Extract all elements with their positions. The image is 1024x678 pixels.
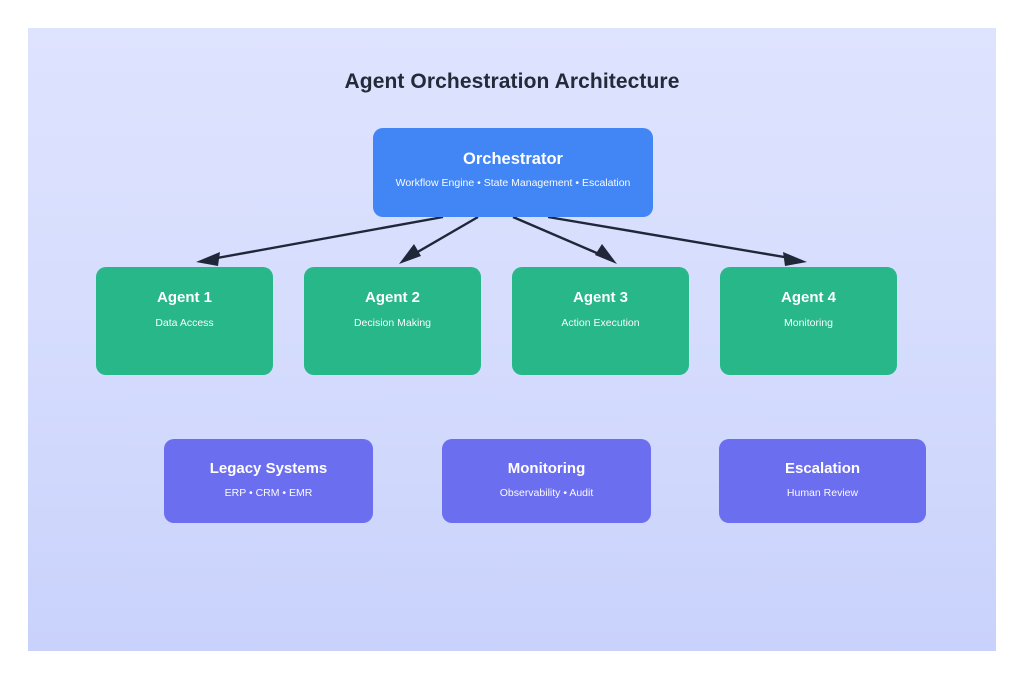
node-agent-3-title: Agent 3 <box>572 289 628 306</box>
node-agent-2[interactable]: Agent 2 Decision Making <box>304 267 481 375</box>
node-agent-1[interactable]: Agent 1 Data Access <box>96 267 273 375</box>
node-agent-1-title: Agent 1 <box>156 289 212 306</box>
node-agent-2-title: Agent 2 <box>364 289 420 306</box>
node-monitoring[interactable]: Monitoring Observability • Audit <box>442 439 651 523</box>
page-title: Agent Orchestration Architecture <box>344 70 680 93</box>
node-agent-2-subtitle: Decision Making <box>353 316 432 329</box>
node-agent-4-title: Agent 4 <box>780 289 836 306</box>
node-agent-3[interactable]: Agent 3 Action Execution <box>512 267 689 375</box>
node-orchestrator[interactable]: Orchestrator Workflow Engine • State Man… <box>373 128 653 217</box>
node-legacy-systems[interactable]: Legacy Systems ERP • CRM • EMR <box>164 439 373 523</box>
node-escalation[interactable]: Escalation Human Review <box>719 439 926 523</box>
node-agent-3-subtitle: Action Execution <box>561 316 640 329</box>
diagram-panel: Agent Orchestration Architecture Orchest… <box>28 28 996 651</box>
node-escalation-title: Escalation <box>784 460 861 477</box>
node-legacy-systems-title: Legacy Systems <box>209 460 328 477</box>
edge-layer <box>196 215 807 266</box>
edge-orchestrator-to-agent-3 <box>512 215 617 264</box>
node-monitoring-title: Monitoring <box>507 460 586 477</box>
node-orchestrator-subtitle: Workflow Engine • State Management • Esc… <box>395 177 631 190</box>
node-orchestrator-title: Orchestrator <box>463 150 563 168</box>
edge-orchestrator-to-agent-4 <box>547 215 807 266</box>
node-agent-4[interactable]: Agent 4 Monitoring <box>720 267 897 375</box>
node-escalation-subtitle: Human Review <box>786 486 859 499</box>
edge-orchestrator-to-agent-2 <box>399 215 479 264</box>
node-monitoring-subtitle: Observability • Audit <box>499 486 594 499</box>
node-agent-1-subtitle: Data Access <box>155 316 214 329</box>
node-legacy-systems-subtitle: ERP • CRM • EMR <box>224 486 313 499</box>
node-agent-4-subtitle: Monitoring <box>783 316 834 329</box>
edge-orchestrator-to-agent-1 <box>196 215 444 266</box>
